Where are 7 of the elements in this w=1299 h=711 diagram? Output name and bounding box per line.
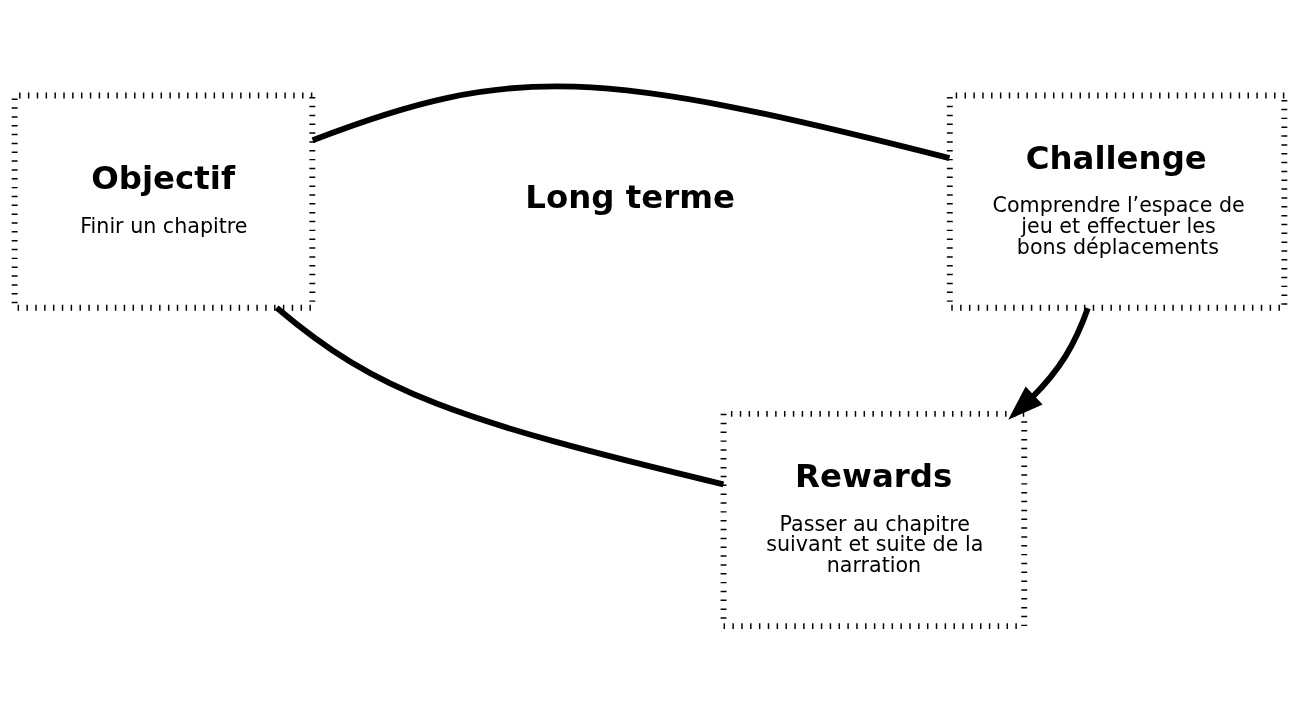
label: Long terme	[525, 177, 735, 216]
node-box: Rewards Passer au chapitre suivant et suite de la narration	[720, 410, 1028, 629]
connector	[274, 305, 725, 487]
connector	[311, 83, 951, 161]
node-box: Challenge Comprendre l’espace de jeu et effectuer les bons déplacements	[946, 92, 1288, 311]
arrow	[1008, 306, 1091, 420]
node-box: Objectif Finir un chapitre	[11, 92, 316, 311]
